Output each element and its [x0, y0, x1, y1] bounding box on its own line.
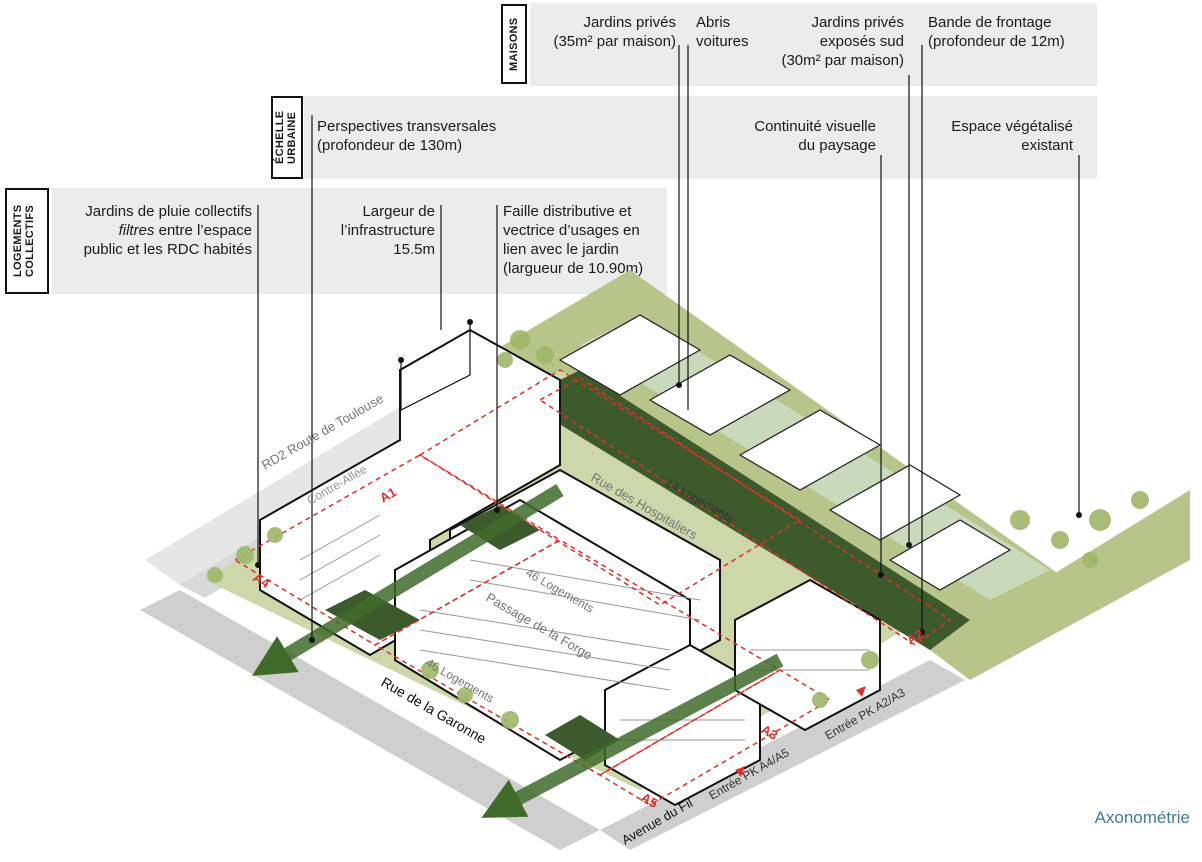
label-jardins-sud-line3: (30m² par maison) [781, 52, 904, 69]
label-jardins-sud: Jardins privés exposés sud (30m² par mai… [740, 13, 904, 70]
lot-outlines [233, 369, 952, 806]
label-pluie-line3: public et les RDC habités [83, 241, 252, 258]
lot-a2: A2 [904, 626, 926, 647]
lot-a5: A5 [639, 790, 661, 811]
band-maisons [530, 3, 1097, 86]
label-faille-line4: (largueur de 10.90m) [503, 260, 644, 277]
label-pluie-filtres: filtres [118, 222, 155, 239]
label-jardins-prives-sub: (35m² par maison) [553, 33, 676, 50]
label-jardins-prives: Jardins privés (35m² par maison) [520, 13, 676, 51]
maisons-houses [558, 314, 1012, 591]
entrance-marker-2 [856, 686, 866, 697]
label-bande-frontage: Bande de frontage (profondeur de 12m) [928, 13, 1096, 51]
leader-dots [255, 319, 1082, 643]
band-logements-collectifs [52, 188, 667, 294]
label-espace-line1: Espace végétalisé [951, 118, 1073, 135]
label-perspectives-line1: Perspectives transversales [317, 118, 497, 135]
label-bande-line2: (profondeur de 12m) [928, 33, 1065, 50]
band-echelle-urbaine [304, 96, 1097, 179]
existing-green-space [930, 490, 1190, 680]
label-continuite-line1: Continuité visuelle [754, 118, 876, 135]
label-faille-line3: lien avec le jardin [503, 241, 619, 258]
label-perspectives: Perspectives transversales (profondeur d… [317, 117, 577, 155]
label-bande-line1: Bande de frontage [928, 14, 1052, 31]
label-continuite-line2: du paysage [798, 137, 876, 154]
leader-lines [257, 45, 1080, 640]
caption-axonometrie: Axonométrie [1094, 808, 1190, 827]
label-pluie-line2-rest: entre l’espace [154, 222, 252, 239]
trees [207, 330, 1149, 729]
lot-a1: A1 [377, 484, 399, 505]
label-espace-vegetalise: Espace végétalisé existant [900, 117, 1073, 155]
label-jardins-sud-line1: Jardins privés [811, 14, 904, 31]
label-jardins-prives-title: Jardins privés [583, 14, 676, 31]
label-faille: Faille distributive et vectrice d’usages… [503, 202, 668, 278]
entrance-marker-1 [735, 766, 745, 777]
lot-a3: A3 [759, 722, 781, 743]
label-espace-line2: existant [1021, 137, 1073, 154]
label-largeur-line2: l’infrastructure [340, 222, 435, 239]
label-largeur-line3: 15.5m [393, 241, 435, 258]
label-abris-line2: voitures [696, 33, 749, 50]
label-abris-voitures: Abris voitures [696, 13, 776, 51]
label-jardins-sud-line2: exposés sud [819, 33, 904, 50]
passage-dark-1 [325, 590, 420, 640]
perspective-arrow-2 [481, 653, 784, 818]
label-abris-line1: Abris [696, 14, 731, 31]
label-faille-line1: Faille distributive et [503, 203, 632, 220]
perspective-arrow-1 [252, 484, 564, 676]
dark-garden-band [520, 370, 970, 650]
label-jardins-pluie: Jardins de pluie collectifs filtres entr… [56, 202, 252, 259]
label-pluie-line2: filtres entre l’espace [56, 221, 252, 240]
road-avenue-fil [600, 660, 965, 850]
label-pluie-line1: Jardins de pluie collectifs [85, 203, 252, 220]
block-windows [299, 514, 870, 741]
label-perspectives-line2: (profondeur de 130m) [317, 137, 463, 154]
label-largeur: Largeur de l’infrastructure 15.5m [320, 202, 435, 259]
label-continuite: Continuité visuelle du paysage [700, 117, 876, 155]
label-largeur-line1: Largeur de [362, 203, 435, 220]
label-faille-line2: vectrice d’usages en [503, 222, 640, 239]
